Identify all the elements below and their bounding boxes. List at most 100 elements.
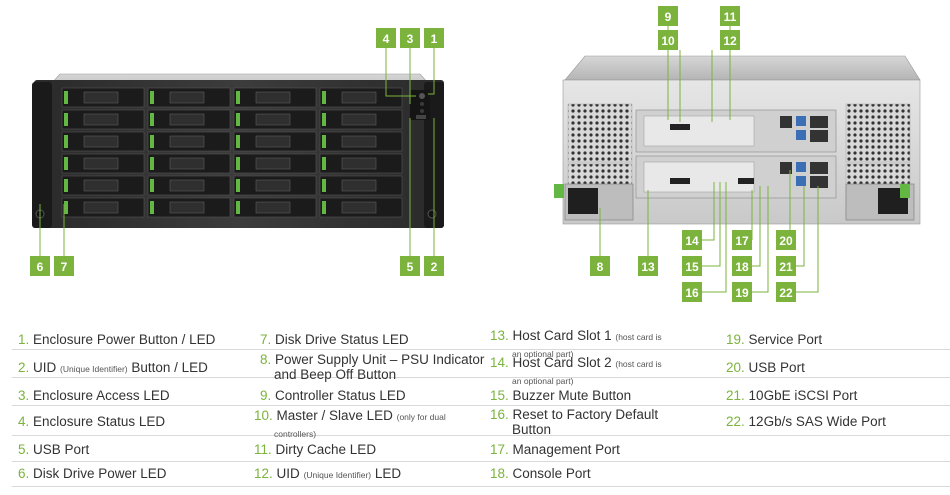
drive-tray <box>319 175 403 196</box>
legend-item-15: 15. Buzzer Mute Button <box>490 388 632 403</box>
drive-tray <box>147 87 231 108</box>
drive-tray <box>233 131 317 152</box>
callout-label: 12 <box>723 34 737 48</box>
leader-line <box>385 48 416 97</box>
callout-badge-14: 14 <box>682 230 702 250</box>
callout-badge-box <box>776 256 796 276</box>
callout-badge-box <box>590 256 610 276</box>
callout-badge-8: 8 <box>590 256 610 276</box>
callout-label: 16 <box>685 286 699 300</box>
drive-tray <box>233 87 317 108</box>
legend-item-3: 3. Enclosure Access LED <box>18 388 170 403</box>
drive-tray <box>233 197 317 218</box>
drive-tray <box>147 175 231 196</box>
drive-tray <box>233 109 317 130</box>
callout-badge-19: 19 <box>732 282 752 302</box>
callout-badge-box <box>400 28 420 48</box>
callout-badge-4: 4 <box>376 28 396 48</box>
drive-tray <box>147 109 231 130</box>
callout-label: 14 <box>685 234 699 248</box>
legend-item-7: 7. Disk Drive Status LED <box>260 332 409 347</box>
callout-badge-box <box>658 30 678 50</box>
controller-upper <box>635 109 837 153</box>
callout-badge-5: 5 <box>400 256 420 276</box>
drive-tray <box>61 197 145 218</box>
leader-line <box>796 186 819 293</box>
callout-label: 9 <box>665 10 672 24</box>
callout-label: 19 <box>735 286 749 300</box>
legend-item-20: 20. USB Port <box>726 360 805 375</box>
callout-badge-box <box>30 256 50 276</box>
callout-label: 10 <box>661 34 675 48</box>
callout-badge-1: 1 <box>424 28 444 48</box>
callout-badge-box <box>732 256 752 276</box>
callout-label: 7 <box>61 260 68 274</box>
callout-badge-box <box>376 28 396 48</box>
legend-divider <box>12 461 950 462</box>
callout-badge-box <box>682 282 702 302</box>
callout-label: 6 <box>37 260 44 274</box>
callout-badge-box <box>400 256 420 276</box>
callout-badge-box <box>54 256 74 276</box>
callout-badge-6: 6 <box>30 256 50 276</box>
callout-badge-box <box>776 282 796 302</box>
callout-badge-box <box>424 28 444 48</box>
callout-badge-box <box>638 256 658 276</box>
drive-tray <box>319 131 403 152</box>
legend-item-17: 17. Management Port <box>490 442 620 457</box>
leader-line <box>702 182 721 267</box>
drive-tray <box>147 153 231 174</box>
callout-badge-3: 3 <box>400 28 420 48</box>
callout-label: 15 <box>685 260 699 274</box>
callout-badge-box <box>658 6 678 26</box>
legend-divider <box>12 349 950 350</box>
callout-badge-box <box>776 230 796 250</box>
callout-label: 5 <box>407 260 414 274</box>
drive-tray <box>233 153 317 174</box>
legend-item-5: 5. USB Port <box>18 442 90 457</box>
callout-badge-16: 16 <box>682 282 702 302</box>
legend-item-11: 11. Dirty Cache LED <box>254 442 377 457</box>
drive-tray <box>319 87 403 108</box>
drive-tray <box>319 153 403 174</box>
psu-left <box>554 183 634 221</box>
callout-badge-box <box>720 6 740 26</box>
leader-line <box>702 182 715 241</box>
callout-badge-10: 10 <box>658 30 678 50</box>
callout-badge-box <box>732 230 752 250</box>
callout-badge-box <box>682 256 702 276</box>
legend-item-2: 2. UID (Unique Identifier) Button / LED <box>18 360 208 375</box>
leader-line <box>752 186 769 293</box>
callout-label: 22 <box>779 286 793 300</box>
callout-label: 4 <box>383 32 390 46</box>
legend-item-12: 12. UID (Unique Identifier) LED <box>254 466 402 481</box>
drive-tray <box>147 197 231 218</box>
legend-item-19: 19. Service Port <box>726 332 823 347</box>
legend-divider <box>12 486 950 487</box>
drive-tray <box>61 153 145 174</box>
callout-badge-20: 20 <box>776 230 796 250</box>
legend-item-18: 18. Console Port <box>490 466 591 481</box>
callout-label: 17 <box>735 234 749 248</box>
leader-line <box>428 48 435 95</box>
drive-tray <box>61 87 145 108</box>
front-control-panel <box>410 90 430 120</box>
legend-item-9: 9. Controller Status LED <box>260 388 406 403</box>
callout-label: 3 <box>407 32 414 46</box>
leader-line <box>702 182 727 293</box>
callout-badge-22: 22 <box>776 282 796 302</box>
callout-label: 20 <box>779 234 793 248</box>
leader-line <box>796 186 805 267</box>
callout-badge-13: 13 <box>638 256 658 276</box>
callout-label: 21 <box>779 260 793 274</box>
callout-label: 2 <box>431 260 438 274</box>
callout-label: 18 <box>735 260 749 274</box>
drive-tray <box>61 109 145 130</box>
callout-badge-15: 15 <box>682 256 702 276</box>
